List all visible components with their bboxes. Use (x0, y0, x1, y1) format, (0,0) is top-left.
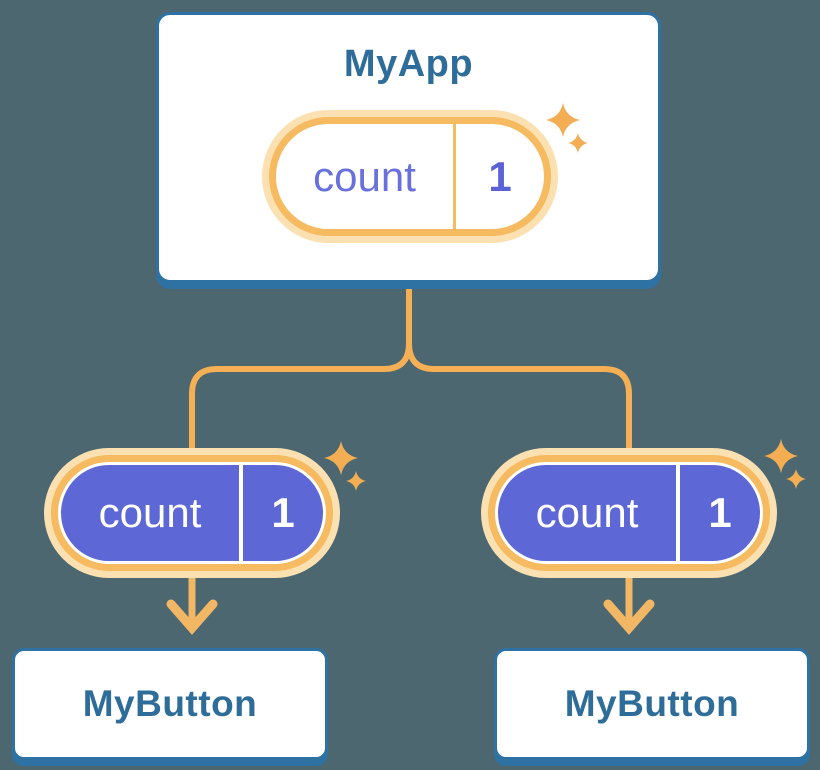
state-divider (453, 124, 456, 229)
prop-pill-ring: count 1 (51, 455, 333, 571)
prop-pill-body: count 1 (498, 465, 760, 561)
state-pill: count 1 (262, 110, 558, 243)
prop-value: 1 (271, 489, 295, 536)
prop-divider (676, 465, 680, 561)
mybutton-card-right: MyButton (494, 648, 810, 760)
prop-pill-ring: count 1 (488, 455, 770, 571)
component-title: MyButton (564, 683, 740, 724)
prop-name: count (535, 489, 639, 536)
state-pill-ring: count 1 (269, 117, 551, 236)
state-value: 1 (488, 152, 512, 200)
component-title: MyApp (343, 43, 474, 85)
component-title: MyButton (82, 683, 258, 724)
mybutton-card-left: MyButton (12, 648, 328, 760)
prop-pill-right: count 1 (481, 448, 777, 578)
prop-value: 1 (708, 489, 732, 536)
prop-name: count (98, 489, 202, 536)
prop-pill-left: count 1 (44, 448, 340, 578)
state-name: count (313, 152, 416, 200)
prop-pill-body: count 1 (61, 465, 323, 561)
